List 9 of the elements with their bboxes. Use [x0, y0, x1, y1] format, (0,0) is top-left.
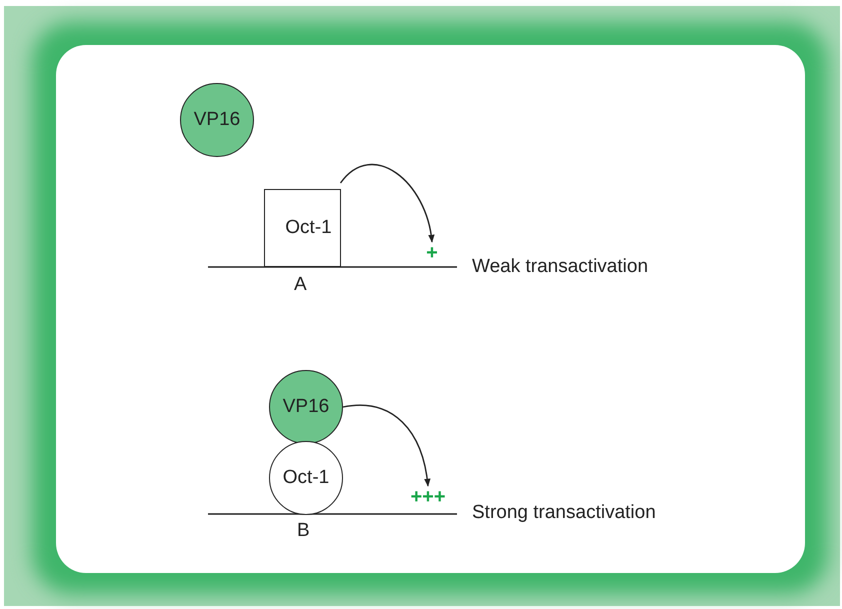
text-label: A: [294, 274, 307, 296]
arrow: [342, 404, 430, 487]
protein-box: Oct-1: [264, 189, 341, 267]
activation-mark: +++: [405, 486, 451, 508]
activation-mark: +: [424, 242, 440, 264]
arrow: [340, 164, 434, 243]
text-label: Weak transactivation: [472, 256, 648, 278]
text-label: Strong transactivation: [472, 502, 656, 524]
text-label: B: [297, 520, 310, 542]
